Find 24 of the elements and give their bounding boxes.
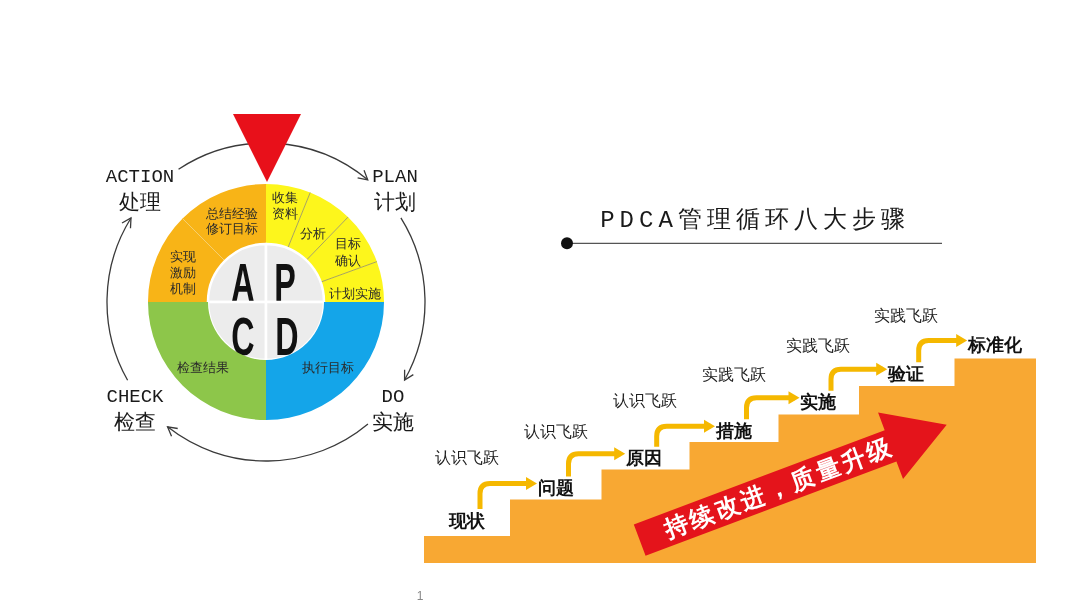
edge-label: 认识飞跃 (612, 390, 677, 410)
phase-label: 计划 (373, 188, 417, 214)
phase-label: 检查 (113, 408, 157, 434)
cycle-arrow (166, 423, 369, 462)
edge-label: 实践飞跃 (702, 364, 767, 384)
step-label: 标准化 (967, 334, 1022, 356)
cycle-arrow (106, 217, 132, 381)
step-label: 验证 (887, 363, 924, 385)
step-label: 措施 (715, 420, 752, 442)
edge-label: 实践飞跃 (873, 305, 938, 324)
phase-label: ACTION (105, 164, 175, 189)
phase-label: PLAN (372, 164, 418, 189)
page-number: 1 (416, 589, 424, 603)
phase-label: 处理 (118, 188, 162, 214)
step-label: 问题 (537, 477, 574, 499)
letter-quadrant: P (265, 243, 325, 303)
cycle-arrow (400, 217, 426, 381)
phase-label: CHECK (106, 384, 164, 409)
title: PDCA管理循环八大步骤 (600, 207, 910, 235)
edge-label: 认识飞跃 (434, 447, 499, 467)
step-label: 实施 (800, 391, 836, 413)
step-label: 现状 (449, 510, 485, 531)
edge-label: 认识飞跃 (523, 421, 588, 441)
edge-label: 实践飞跃 (786, 335, 850, 355)
